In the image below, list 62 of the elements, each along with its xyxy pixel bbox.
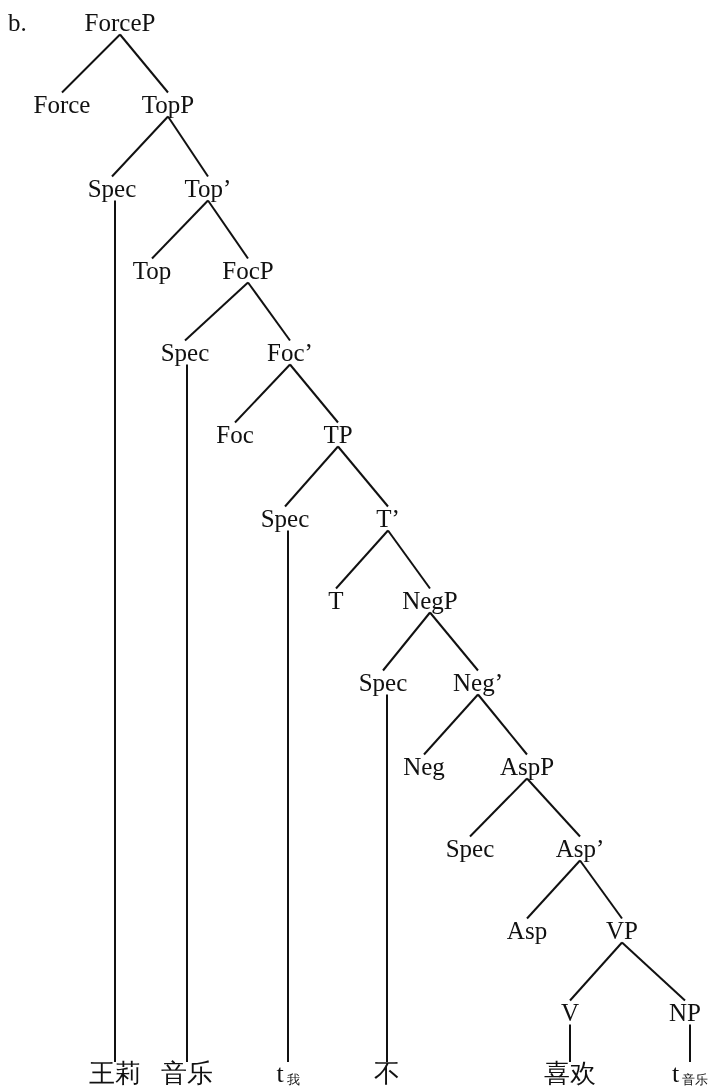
tree-branch bbox=[119, 33, 169, 94]
word: t$_{我}$ bbox=[275, 1059, 301, 1089]
tree-node-label: NegP bbox=[401, 585, 459, 615]
tree-branch bbox=[382, 611, 431, 672]
tree-node-label: Neg bbox=[402, 751, 446, 781]
tree-branch bbox=[386, 693, 388, 1063]
tree-branch bbox=[234, 363, 291, 424]
word: 音乐 bbox=[160, 1059, 214, 1089]
tree-branch bbox=[477, 693, 528, 756]
tree-branch bbox=[387, 529, 431, 590]
tree-branch bbox=[337, 445, 389, 508]
tree-node-label: VP bbox=[605, 915, 639, 945]
tree-node-label: T’ bbox=[375, 503, 401, 533]
tree-node-label: Spec bbox=[357, 667, 409, 697]
tree-branch bbox=[111, 115, 169, 178]
example-label: b. bbox=[8, 10, 27, 35]
tree-node-label: Spec bbox=[159, 337, 211, 367]
tree-branch bbox=[526, 859, 581, 920]
tree-branch bbox=[114, 199, 116, 1063]
tree-branch bbox=[569, 1023, 571, 1063]
tree-branch bbox=[289, 363, 339, 424]
tree-node-label: Spec bbox=[444, 833, 496, 863]
word: 喜欢 bbox=[543, 1059, 597, 1089]
tree-node-label: FocP bbox=[221, 255, 275, 285]
tree-branch bbox=[61, 33, 121, 94]
tree-branch bbox=[469, 777, 528, 838]
word: 王莉 bbox=[88, 1059, 142, 1089]
tree-branch bbox=[287, 529, 289, 1063]
tree-node-label: V bbox=[559, 997, 581, 1027]
tree-node-label: Asp bbox=[505, 915, 549, 945]
tree-branch bbox=[621, 941, 686, 1002]
tree-branch bbox=[429, 611, 479, 672]
word: t$_{音乐}$ bbox=[670, 1059, 710, 1089]
tree-branch bbox=[423, 693, 479, 756]
tree-branch bbox=[335, 529, 389, 590]
tree-branch bbox=[689, 1023, 691, 1063]
tree-branch bbox=[569, 941, 623, 1002]
tree-node-label: Top’ bbox=[183, 173, 233, 203]
tree-node-label: Neg’ bbox=[452, 667, 504, 697]
tree-node-label: Foc bbox=[215, 419, 255, 449]
tree-node-label: Force bbox=[32, 89, 92, 119]
tree-node-label: Foc’ bbox=[266, 337, 314, 367]
tree-node-label: AspP bbox=[498, 751, 556, 781]
tree-branch bbox=[184, 281, 249, 342]
tree-node-label: Asp’ bbox=[554, 833, 606, 863]
tree-node-label: Spec bbox=[86, 173, 138, 203]
tree-node-label: TopP bbox=[140, 89, 196, 119]
tree-branch bbox=[247, 281, 291, 342]
tree-node-label: ForceP bbox=[83, 7, 157, 37]
tree-node-label: NP bbox=[668, 997, 702, 1027]
tree-branch bbox=[284, 445, 339, 508]
tree-branch bbox=[526, 777, 581, 838]
tree-node-label: Spec bbox=[259, 503, 311, 533]
tree-branch bbox=[579, 859, 623, 920]
tree-node-label: TP bbox=[322, 419, 354, 449]
tree-branch bbox=[167, 115, 209, 178]
tree-node-label: Top bbox=[131, 255, 173, 285]
tree-branch bbox=[151, 199, 209, 260]
tree-branch bbox=[186, 363, 188, 1063]
word: 不 bbox=[373, 1059, 401, 1089]
tree-branch bbox=[207, 199, 249, 260]
tree-node-label: T bbox=[327, 585, 345, 615]
